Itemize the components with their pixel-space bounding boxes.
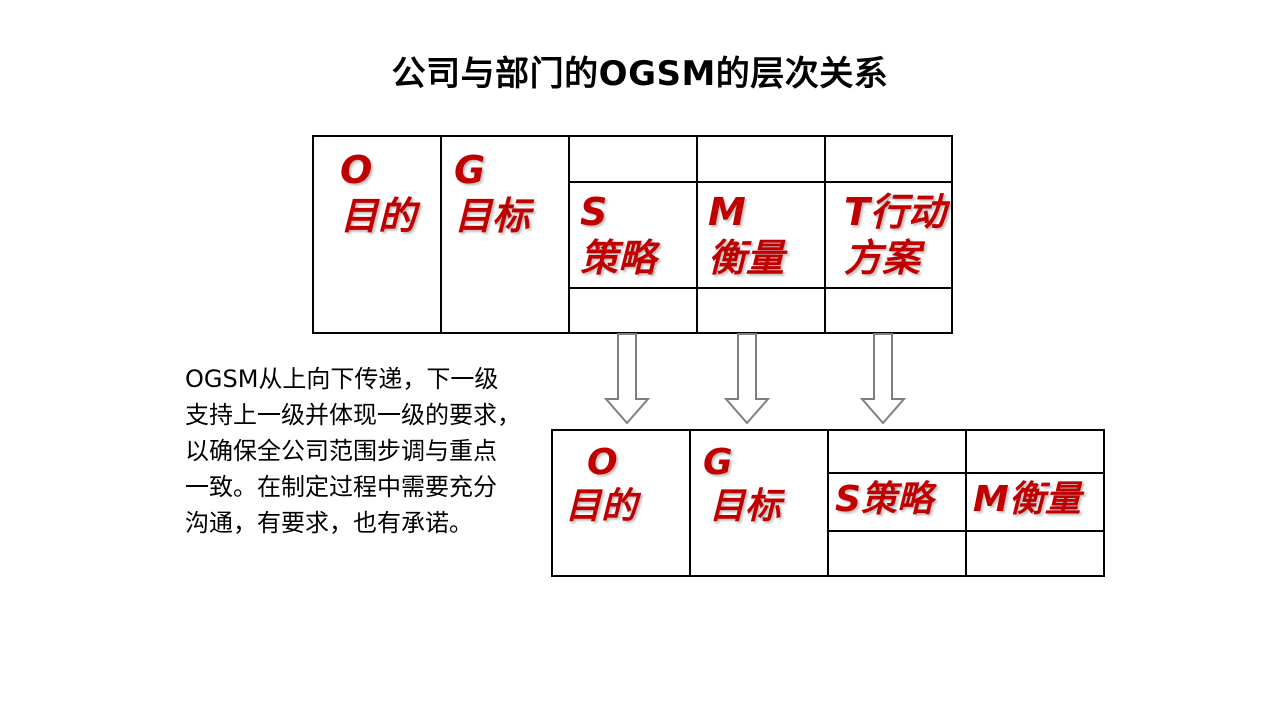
dept-objective-text: 目的 (565, 486, 638, 527)
company-tactics-bottom-cell (824, 287, 953, 334)
dept-goal-label: G 目标 (691, 431, 827, 529)
dept-goal-letter: G (703, 442, 733, 483)
company-strategy-label: S 策略 (570, 183, 696, 281)
company-strategy-text: 策略 (580, 236, 657, 280)
company-measure-label: M 衡量 (698, 183, 824, 281)
dept-strategy-label: S策略 (835, 479, 933, 520)
down-arrow-icon (724, 333, 770, 425)
dept-measure-label: M衡量 (973, 479, 1081, 520)
company-measure-letter: M (708, 190, 746, 234)
company-tactics-line2: 方案 (844, 236, 921, 280)
slide-title: 公司与部门的OGSM的层次关系 (391, 54, 889, 94)
dept-objective-letter: O (587, 442, 618, 483)
company-strategy-letter: S (580, 190, 608, 234)
company-tactics-line1: T行动 (844, 190, 946, 234)
company-goal-label: G 目标 (442, 137, 568, 239)
company-objective-text: 目的 (340, 194, 417, 238)
company-tactics-label: T行动 方案 (826, 183, 951, 281)
company-strategy-top-cell (568, 135, 698, 183)
company-goal-text: 目标 (454, 194, 531, 238)
dept-objective-label: O 目的 (553, 431, 689, 529)
description-line: 支持上一级并体现一级的要求， (185, 401, 521, 429)
company-tactics-top-cell (824, 135, 953, 183)
dept-goal-cell: G 目标 (689, 429, 829, 577)
description-line: OGSM从上向下传递，下一级 (185, 365, 499, 393)
down-arrow-icon (860, 333, 906, 425)
down-arrow-icon (604, 333, 650, 425)
dept-measure-cell: M衡量 (965, 472, 1105, 532)
dept-measure-top-cell (965, 429, 1105, 474)
dept-strategy-top-cell (827, 429, 967, 474)
company-measure-cell: M 衡量 (696, 181, 826, 289)
dept-measure-bottom-cell (965, 530, 1105, 577)
description-line: 沟通，有要求，也有承诺。 (185, 509, 473, 537)
description-line: 一致。在制定过程中需要充分 (185, 473, 497, 501)
company-measure-top-cell (696, 135, 826, 183)
description-text: OGSM从上向下传递，下一级 支持上一级并体现一级的要求， 以确保全公司范围步调… (185, 361, 565, 541)
company-goal-letter: G (454, 148, 486, 192)
dept-strategy-cell: S策略 (827, 472, 967, 532)
company-ogsm-table: O 目的 G 目标 S 策略 M 衡量 (312, 135, 953, 334)
company-strategy-bottom-cell (568, 287, 698, 334)
company-measure-text: 衡量 (708, 236, 785, 280)
company-goal-cell: G 目标 (440, 135, 570, 334)
department-ogsm-table: O 目的 G 目标 S策略 M衡量 (551, 429, 1105, 577)
description-line: 以确保全公司范围步调与重点 (185, 437, 497, 465)
dept-strategy-bottom-cell (827, 530, 967, 577)
company-strategy-cell: S 策略 (568, 181, 698, 289)
dept-goal-text: 目标 (709, 486, 782, 527)
company-objective-label: O 目的 (314, 137, 440, 239)
dept-objective-cell: O 目的 (551, 429, 691, 577)
company-objective-letter: O (340, 148, 373, 192)
company-objective-cell: O 目的 (312, 135, 442, 334)
company-measure-bottom-cell (696, 287, 826, 334)
company-tactics-cell: T行动 方案 (824, 181, 953, 289)
